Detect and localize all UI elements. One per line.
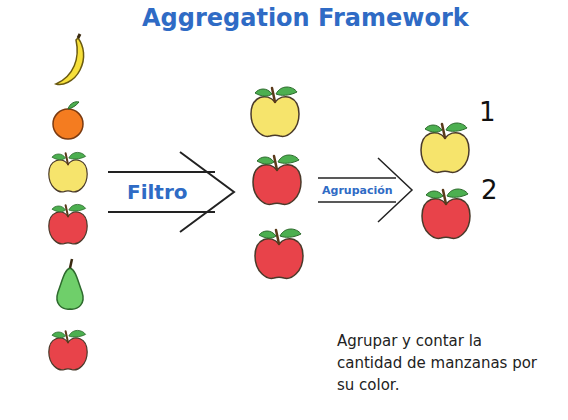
caption-note: Agrupar y contar la cantidad de manzanas… [337, 330, 552, 396]
yellow-apple [251, 87, 299, 136]
callout-number: 1 [479, 97, 496, 127]
red-apple [49, 204, 87, 243]
callout-number: 2 [481, 175, 498, 205]
pear [57, 268, 83, 309]
title: Aggregation Framework [142, 4, 469, 32]
yellow-apple [49, 152, 87, 191]
red-apple [422, 189, 470, 238]
red-apple [255, 229, 303, 278]
red-apple [253, 155, 301, 204]
red-apple [49, 330, 87, 369]
banana [56, 38, 84, 84]
arrow-label: Agrupación [322, 184, 393, 197]
group-arrow [318, 158, 412, 222]
yellow-apple [421, 123, 469, 172]
filter-arrow [108, 152, 234, 232]
orange [53, 109, 83, 139]
arrow-label: Filtro [127, 180, 188, 204]
